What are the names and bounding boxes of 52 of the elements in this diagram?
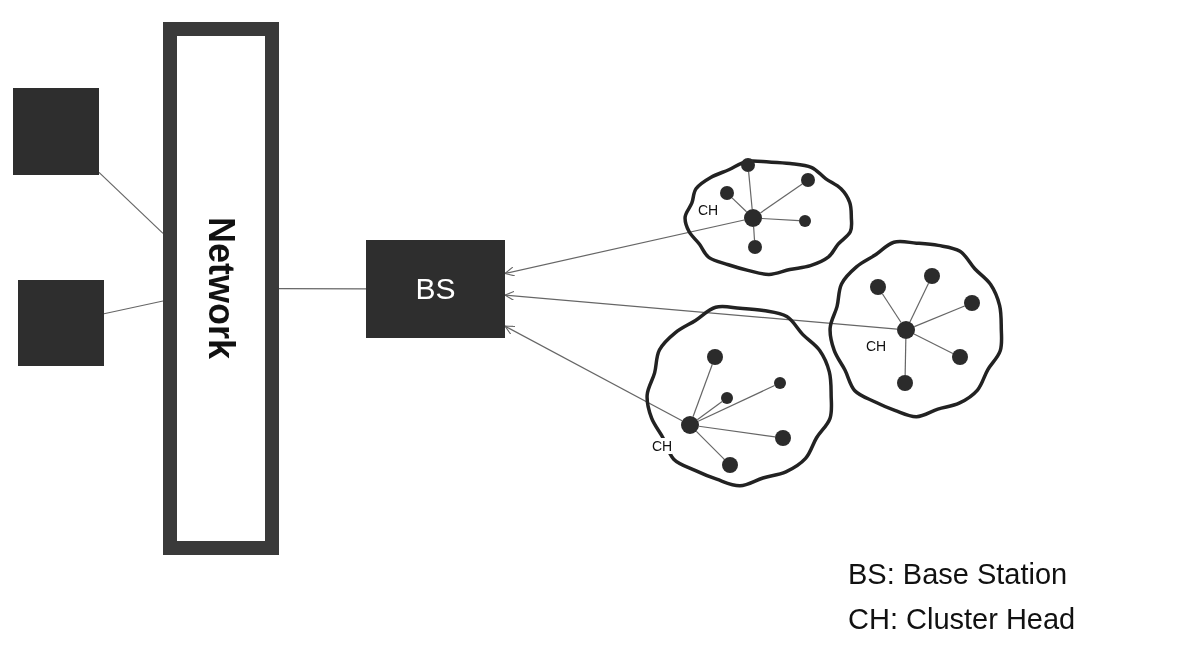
base-station-box: BS (366, 240, 505, 338)
sensor-node-dot (801, 173, 815, 187)
sensor-node-dot (774, 377, 786, 389)
network-bar (163, 22, 279, 555)
link-line (753, 226, 756, 241)
link-line (881, 293, 902, 324)
cluster-head-label: CH (698, 202, 719, 218)
terminal-box (13, 88, 99, 175)
link-line (909, 282, 930, 323)
cluster-outline (645, 303, 835, 487)
link-line (748, 171, 753, 210)
link-line (696, 400, 723, 421)
link-line (98, 171, 164, 234)
sensor-node-dot (897, 375, 913, 391)
link-line (697, 384, 776, 422)
sensor-node-dot (799, 215, 811, 227)
cluster-outline (683, 158, 855, 276)
link-line (904, 338, 907, 376)
sensor-node-dot (722, 457, 738, 473)
sensor-node-dot (744, 209, 762, 227)
link-line (761, 217, 800, 222)
sensor-node-dot (924, 268, 940, 284)
sensor-node-dot (741, 158, 755, 172)
link-line (913, 333, 954, 355)
legend-text: BS: Base Station (848, 558, 1068, 591)
sensor-node-dot (681, 416, 699, 434)
terminal-box (18, 280, 104, 366)
link-line (731, 197, 748, 213)
arrow (504, 325, 683, 422)
sensor-node-dot (964, 295, 980, 311)
sensor-node-dot (748, 240, 762, 254)
link-line (103, 300, 164, 315)
sensor-node-dot (775, 430, 791, 446)
cluster-outline (828, 238, 1005, 418)
arrow (504, 290, 898, 330)
sensor-node-dot (721, 392, 733, 404)
cluster-head-label: CH (652, 438, 673, 454)
sensor-node-dot (707, 349, 723, 365)
sensor-node-dot (897, 321, 915, 339)
link-line (698, 425, 776, 438)
arrow (504, 219, 745, 277)
sensor-node-dot (952, 349, 968, 365)
cluster-head-label: CH (866, 338, 887, 354)
link-line (759, 183, 803, 214)
sensor-node-dot (720, 186, 734, 200)
link-line (692, 363, 713, 418)
legend-text: CH: Cluster Head (848, 603, 1076, 636)
network-label: Network (200, 217, 242, 360)
link-line (913, 305, 966, 328)
link-line (695, 430, 725, 460)
link-line (278, 288, 367, 290)
sensor-node-dot (870, 279, 886, 295)
